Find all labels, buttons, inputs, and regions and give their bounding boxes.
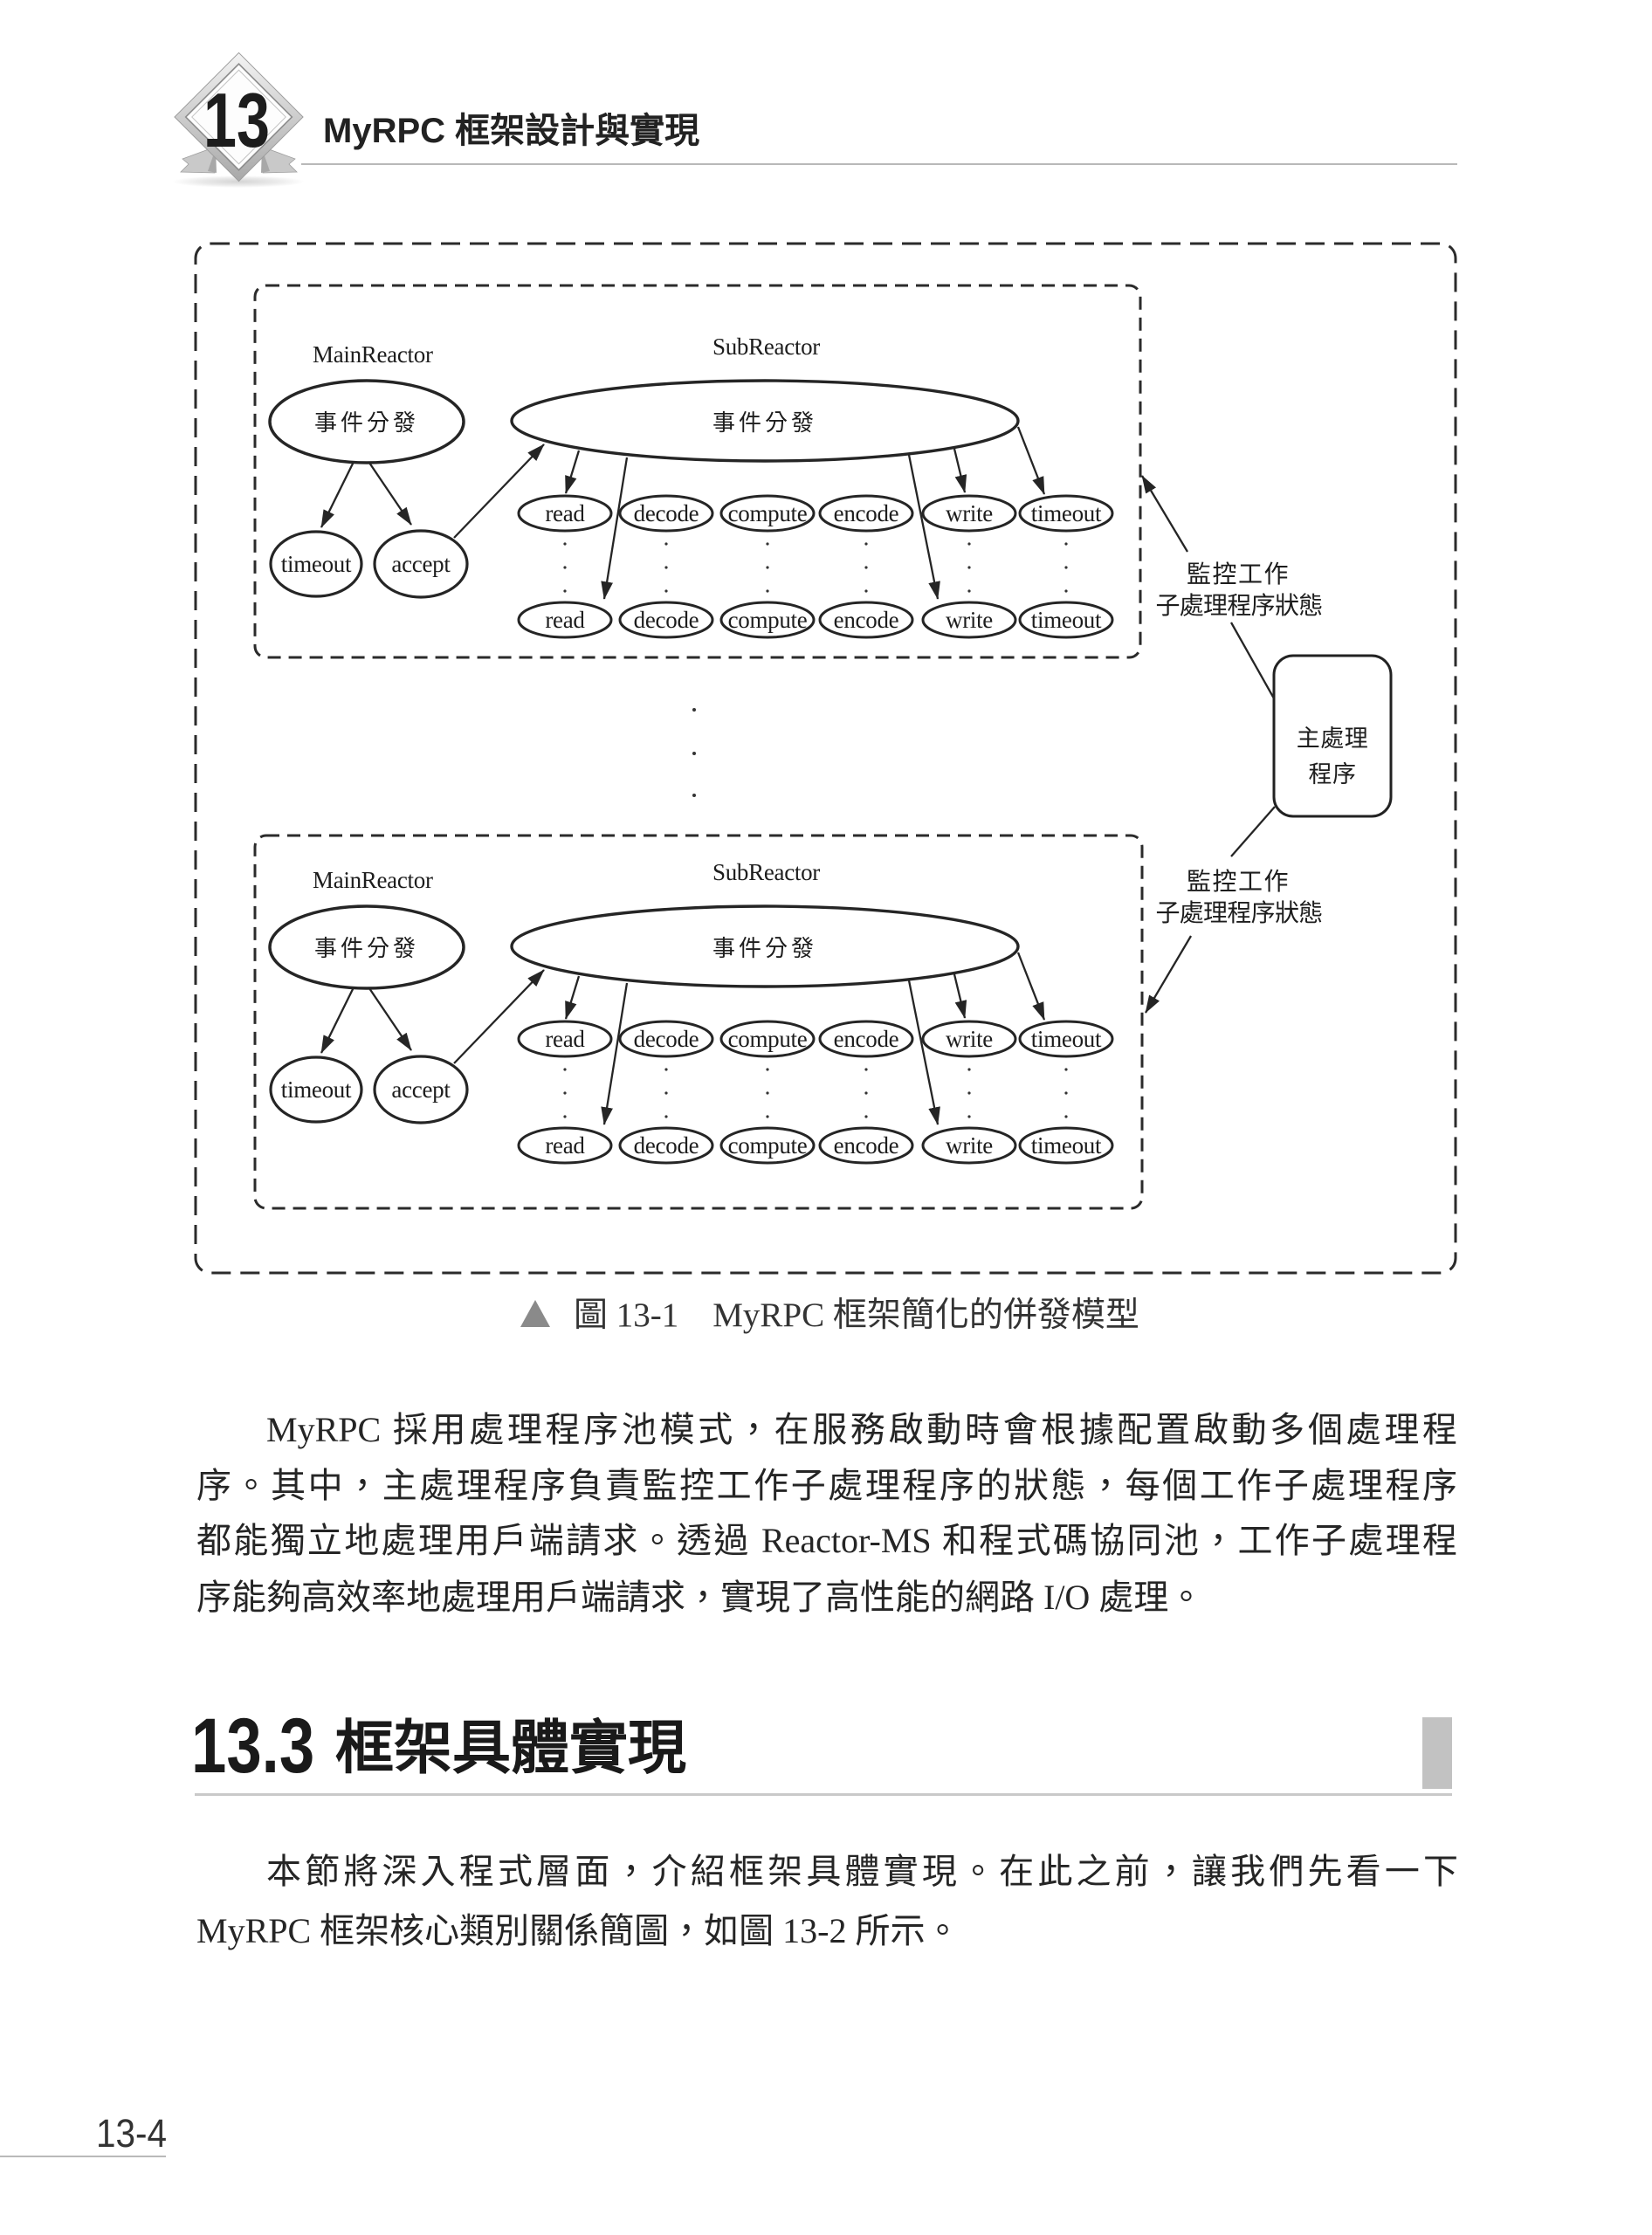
svg-text:write: write <box>946 1026 993 1052</box>
svg-text:write: write <box>946 607 993 633</box>
svg-text:監控工作: 監控工作 <box>1187 868 1290 896</box>
svg-text:監控工作: 監控工作 <box>1187 560 1290 588</box>
svg-text:accept: accept <box>391 1076 451 1103</box>
svg-text:timeout: timeout <box>1031 500 1102 526</box>
svg-text:read: read <box>545 1026 585 1052</box>
svg-text:accept: accept <box>391 551 451 577</box>
svg-text:timeout: timeout <box>281 1076 352 1103</box>
svg-text:decode: decode <box>634 500 699 526</box>
svg-text:decode: decode <box>634 1026 699 1052</box>
svg-text:timeout: timeout <box>1031 1132 1102 1159</box>
svg-text:encode: encode <box>834 500 899 526</box>
svg-text:write: write <box>946 1132 993 1159</box>
svg-text:compute: compute <box>728 500 808 526</box>
svg-text:子處理程序狀態: 子處理程序狀態 <box>1155 592 1322 620</box>
svg-text:SubReactor: SubReactor <box>712 859 820 885</box>
svg-text:compute: compute <box>728 607 808 633</box>
svg-text:decode: decode <box>634 607 699 633</box>
svg-text:encode: encode <box>834 1132 899 1159</box>
svg-text:compute: compute <box>728 1026 808 1052</box>
svg-text:MainReactor: MainReactor <box>313 867 433 893</box>
svg-text:timeout: timeout <box>281 551 352 577</box>
svg-text:子處理程序狀態: 子處理程序狀態 <box>1155 899 1322 927</box>
svg-text:encode: encode <box>834 1026 899 1052</box>
svg-text:主處理: 主處理 <box>1297 726 1369 752</box>
svg-text:timeout: timeout <box>1031 1026 1102 1052</box>
svg-text:write: write <box>946 500 993 526</box>
svg-text:read: read <box>545 500 585 526</box>
svg-text:encode: encode <box>834 607 899 633</box>
svg-text:timeout: timeout <box>1031 607 1102 633</box>
svg-text:事件分發: 事件分發 <box>712 936 817 961</box>
svg-text:事件分發: 事件分發 <box>712 410 817 436</box>
svg-text:read: read <box>545 607 585 633</box>
svg-text:程序: 程序 <box>1309 761 1357 787</box>
svg-text:事件分發: 事件分發 <box>314 936 419 961</box>
svg-text:read: read <box>545 1132 585 1159</box>
svg-text:MainReactor: MainReactor <box>313 341 433 368</box>
svg-text:compute: compute <box>728 1132 808 1159</box>
svg-text:事件分發: 事件分發 <box>314 410 419 436</box>
svg-text:SubReactor: SubReactor <box>712 334 820 360</box>
svg-text:13: 13 <box>203 77 270 163</box>
svg-text:decode: decode <box>634 1132 699 1159</box>
